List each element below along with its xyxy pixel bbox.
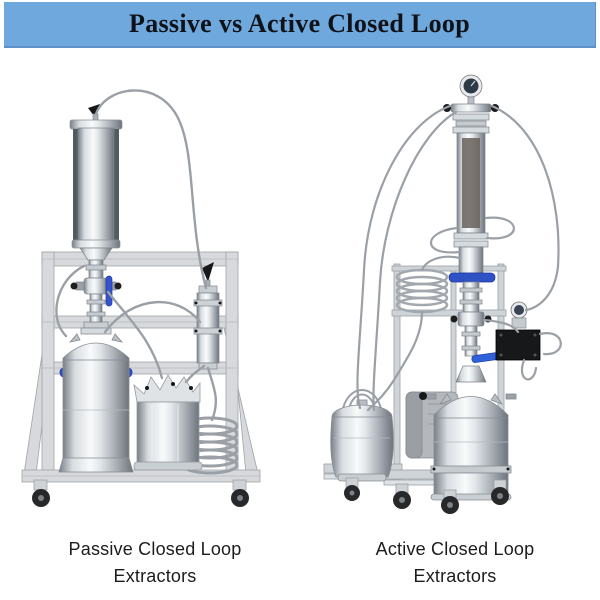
jacketed-column <box>443 74 509 383</box>
passive-extractor-photo <box>21 89 261 507</box>
recovery-tank <box>133 374 203 471</box>
passive-caption-line1: Passive Closed Loop <box>68 539 242 559</box>
control-plate <box>495 301 541 361</box>
collection-vessel <box>58 321 134 473</box>
solvent-tank <box>330 389 394 482</box>
active-caption: Active Closed Loop Extractors <box>310 536 600 590</box>
active-extractor-photo <box>323 74 562 514</box>
condenser-column <box>193 262 223 370</box>
active-extractor-figure: Active Closed Loop Extractors <box>310 70 600 590</box>
passive-caption-line2: Extractors <box>113 566 197 586</box>
active-caption-line2: Extractors <box>413 566 497 586</box>
passive-extractor-figure: Passive Closed Loop Extractors <box>10 70 300 590</box>
hoses <box>55 89 218 422</box>
active-caption-line1: Active Closed Loop <box>375 539 535 559</box>
passive-caption: Passive Closed Loop Extractors <box>10 536 300 590</box>
caster-wheels <box>344 477 509 514</box>
material-column <box>69 104 123 323</box>
page-title: Passive vs Active Closed Loop <box>129 9 470 38</box>
hoses <box>356 104 562 412</box>
caster-wheels <box>32 479 249 507</box>
cooling-coil <box>395 268 449 314</box>
title-banner: Passive vs Active Closed Loop <box>4 2 596 48</box>
